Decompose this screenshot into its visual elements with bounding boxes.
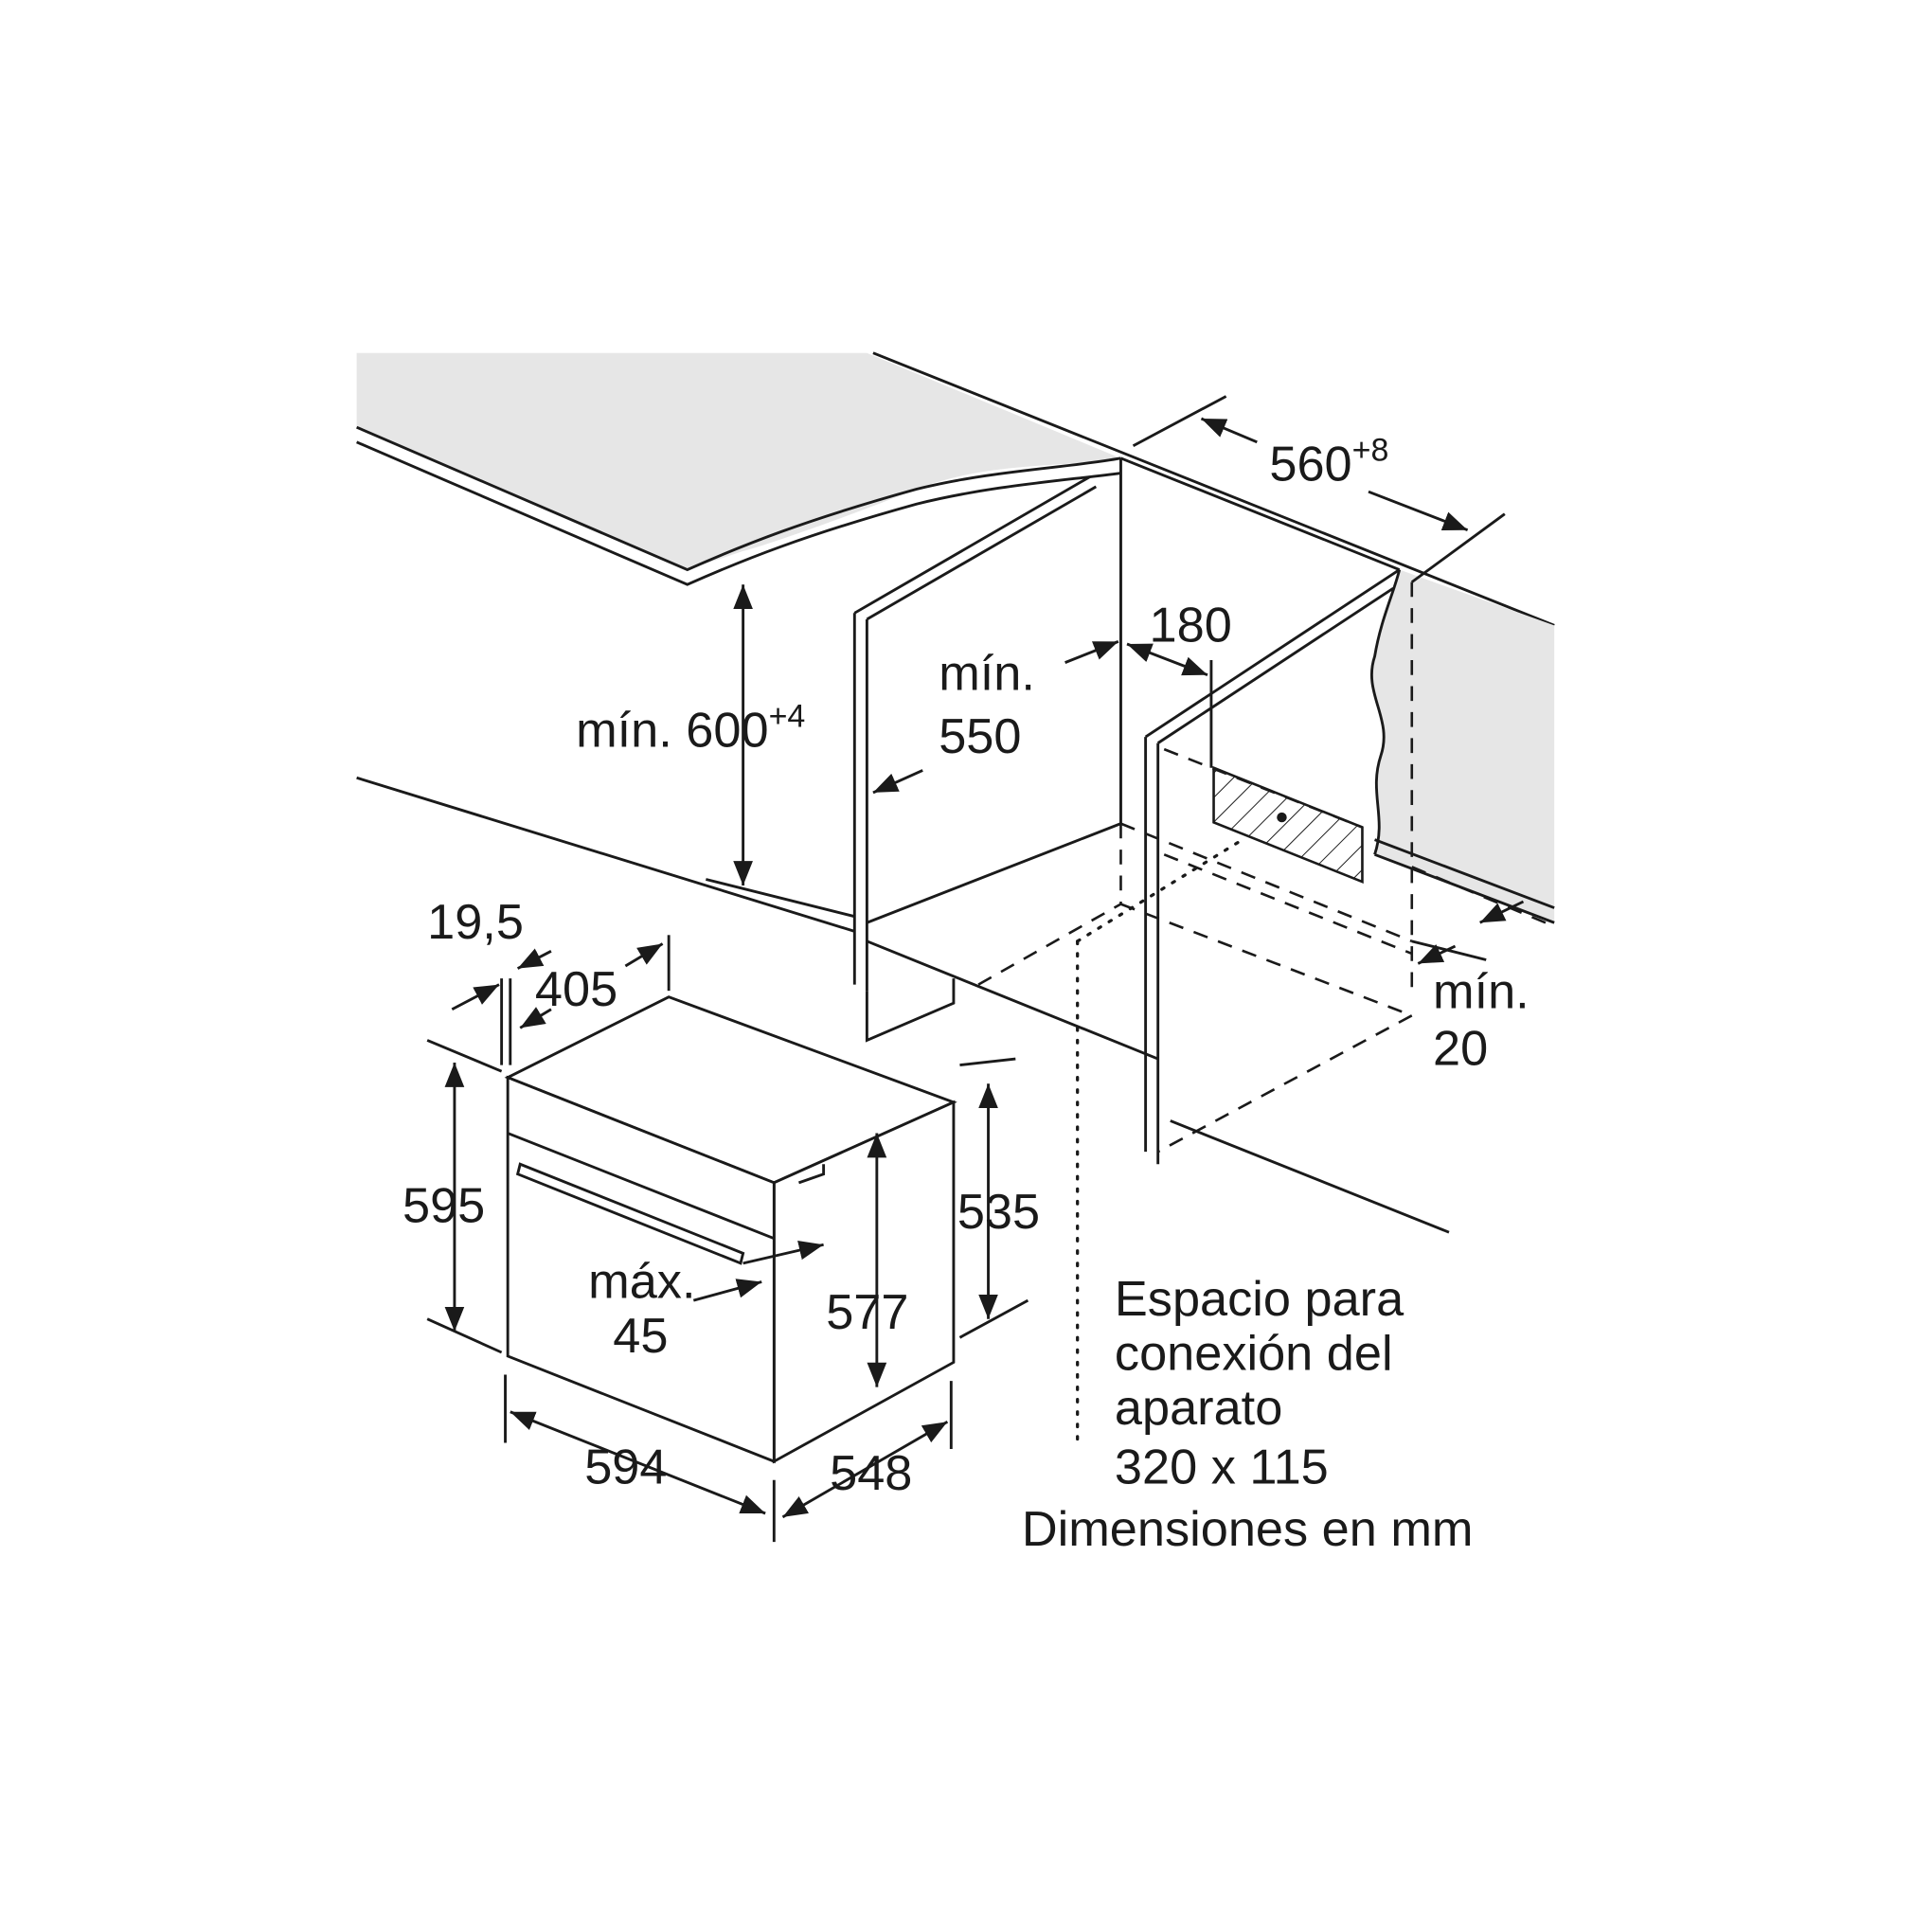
countertop [356,351,1555,992]
label-535: 535 [957,1185,1040,1240]
label-180: 180 [1150,598,1232,653]
label-min-20-b: 20 [1433,1022,1488,1077]
label-405: 405 [535,962,617,1017]
note-line: aparato [1115,1381,1282,1436]
label-560: 560+8 [1269,432,1388,492]
oven [504,995,957,1464]
note-line: Espacio para [1115,1272,1404,1327]
connection-note: Espacio para conexión del aparato 320 x … [1022,1272,1474,1557]
label-max-45-a: máx. [588,1254,695,1309]
note-line: 320 x 115 [1115,1440,1329,1495]
label-min-600: mín. 600+4 [576,699,805,759]
right-cabinet [1144,568,1450,1234]
dimension-lines [426,395,1525,1543]
label-577: 577 [826,1285,908,1340]
label-19-5: 19,5 [427,895,524,950]
connection-space-hatch [1212,765,1364,885]
label-594: 594 [584,1440,667,1495]
label-min-20-a: mín. [1433,964,1530,1019]
label-548: 548 [830,1446,912,1501]
units-note: Dimensiones en mm [1022,1502,1474,1557]
label-min-550-a: mín. [939,646,1035,701]
niche-outline [977,747,1555,1451]
label-595: 595 [402,1179,485,1234]
left-cabinet [356,457,1159,1061]
label-min-550-b: 550 [939,709,1021,764]
note-line: conexión del [1115,1326,1393,1381]
label-max-45-b: 45 [613,1309,668,1364]
